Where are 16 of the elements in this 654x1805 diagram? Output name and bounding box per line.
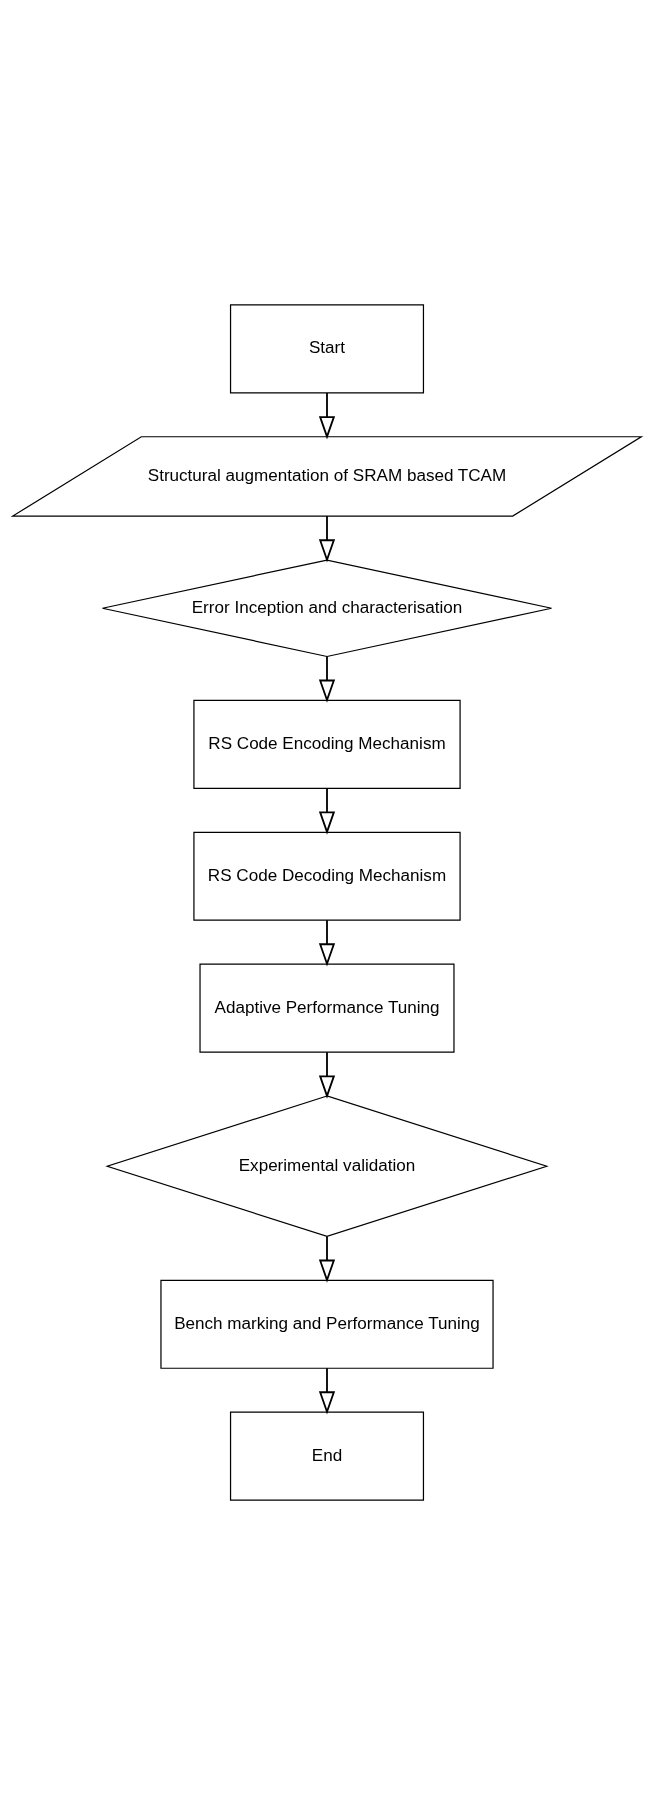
node-box: Bench marking and Performance Tuning [160,1279,494,1369]
arrow [318,515,336,563]
arrow [318,919,336,967]
arrow [318,1235,336,1283]
node-diamond: Error Inception and characterisation [101,559,553,658]
node-box: Start [229,304,425,394]
node-box: RS Code Decoding Mechanism [193,831,461,921]
node-box: Adaptive Performance Tuning [199,963,455,1053]
arrow [318,787,336,835]
arrow [318,392,336,440]
node-box: End [229,1411,425,1501]
arrow [318,1367,336,1415]
arrow [318,655,336,703]
arrow [318,1051,336,1099]
node-box: RS Code Encoding Mechanism [193,699,461,789]
node-diamond: Experimental validation [105,1095,549,1238]
